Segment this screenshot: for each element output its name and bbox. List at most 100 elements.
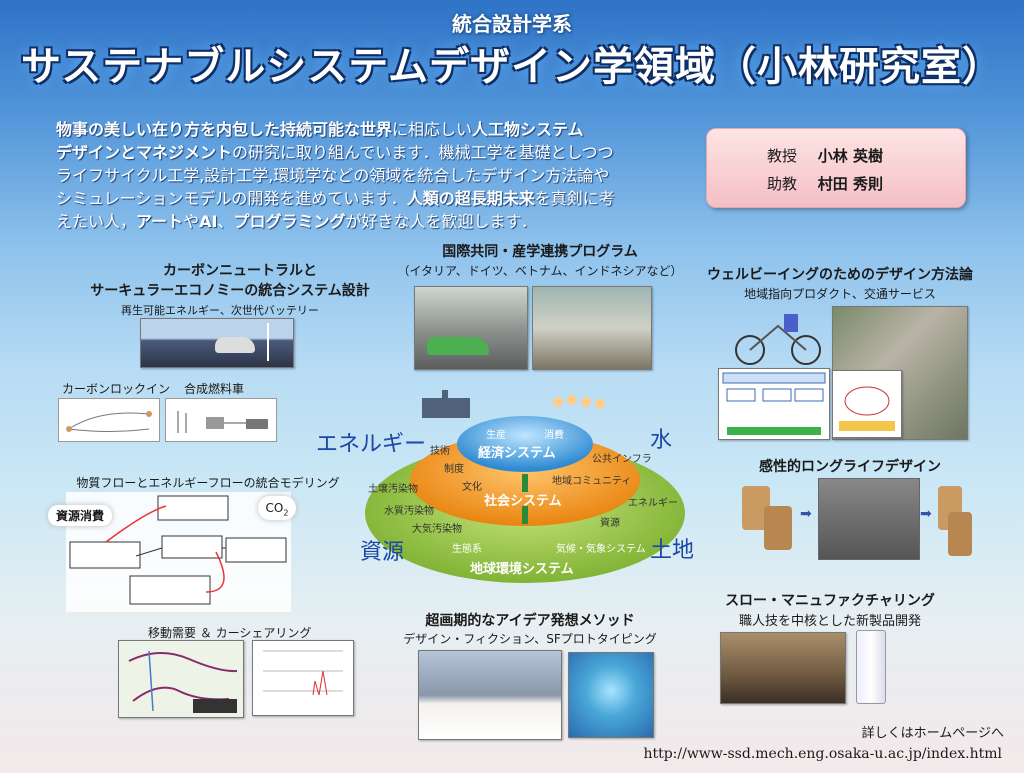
energy-small-label: エネルギー [628,498,678,509]
people-icon [567,395,577,405]
glass-bottle-image [856,630,886,704]
society-label: 社会システム [484,494,562,509]
mobility-title: 移動需要 ＆ カーシェアリング [148,626,312,640]
wood-case-icon [764,506,792,550]
resources-small-label: 資源 [600,518,620,529]
energy-label: エネルギー [316,432,427,457]
assistant-row: 助教 村田 秀則 [767,173,883,194]
system-diagram-svg [722,372,826,435]
resource-consumption-label: 資源消費 [56,509,105,523]
fuel-car-label: 合成燃料車 [184,382,245,396]
co2-label: CO [265,501,284,515]
sharing-chart-svg [263,650,343,696]
slow-title: スロー・マニュファクチャリング [725,593,935,609]
design-fiction-image [418,650,562,740]
assistant-role: 助教 [767,175,798,193]
carbon-subtitle: 再生可能エネルギー、次世代バッテリー [121,304,319,317]
intro-text: ライフサイクル工学,設計工学,環境学などの領域を統合したデザイン方法論や [56,166,610,185]
international-title: 国際共同・産学連携プログラム [442,244,638,260]
program-subtitle: 統合設計学系 [452,12,572,36]
wheelchair-image [730,306,826,366]
mobility-map [118,640,244,718]
car-shape [215,337,255,353]
modeling-title: 物質フローとエネルギーフローの統合モデリング [76,476,340,490]
idea-title: 超画期的なアイデア発想メソッド [425,613,635,629]
wellbeing-subtitle: 地域指向プロダクト、交通サービス [744,287,936,301]
modeling-diagram-svg [69,495,287,605]
intro-highlight: デザインとマネジメント [56,143,233,162]
longlife-title: 感性的ロングライフデザイン [759,459,941,475]
sharing-chart [252,640,354,716]
resource-consumption-bubble: 資源消費 [48,505,113,526]
intro-highlight: 人工物システム [472,120,584,139]
intro-text: 、 [217,212,234,231]
public-infra-label: 公共インフラ [592,454,652,465]
intro-text: が好きな人を歓迎します． [345,212,537,231]
lockin-diagram [58,398,160,442]
intro-text: に相応しい [392,120,473,139]
people-icon [581,397,591,407]
fuel-car-diagram-svg [177,411,268,433]
sf-prototyping-image [568,652,654,738]
economy-label: 経済システム [478,446,556,461]
intro-paragraph: 物事の美しい在り方を内包した持続可能な世界に相応しい人工物システム デザインとマ… [56,118,676,233]
longlife-images: ➡ ➡ [742,478,972,560]
assistant-name: 村田 秀則 [817,175,884,193]
arrow-icon: ➡ [800,506,812,522]
people-icon [595,399,605,409]
arrow-icon: ➡ [920,506,932,522]
wind-turbine-icon [267,323,269,361]
air-pollution-label: 大気汚染物 [412,524,462,535]
machine-photo [818,478,920,560]
slow-subtitle: 職人技を中核とした新製品開発 [738,614,921,629]
factory-icon [422,398,470,418]
intro-highlight: AI [199,212,218,231]
intro-highlight: プログラミング [233,212,346,231]
technology-label: 技術 [430,446,450,457]
resources-label: 資源 [360,540,405,565]
climate-label: 気候・気象システム [556,544,646,555]
community-label: 地域コミュニティ [552,476,632,487]
mobility-map-svg [128,650,238,713]
system-diagram [718,368,830,440]
workshop-photo [414,286,528,370]
professor-name: 小林 英樹 [817,147,884,165]
intro-text: を真剣に考 [534,189,615,208]
production-label: 生産 [486,430,506,441]
homepage-url-link[interactable]: http://www-ssd.mech.eng.osaka-u.ac.jp/in… [643,746,1002,762]
intro-text: えたい人， [56,212,137,231]
flow-diagram-svg [839,386,895,431]
co2-bubble: CO2 [258,496,296,520]
wheelchair-svg [735,314,821,365]
fuel-car-diagram [165,398,277,442]
wood-case-icon [948,512,972,556]
earth-label: 地球環境システム [470,562,574,577]
ecosystem-label: 生態系 [452,544,482,555]
green-car-shape [427,337,489,355]
footer-more-text: 詳しくはホームページへ [861,726,1004,741]
international-subtitle: （イタリア、ドイツ、ベトナム、インドネシアなど） [397,264,683,278]
water-label: 水 [650,428,673,453]
meeting-photo [532,286,652,370]
professor-row: 教授 小林 英樹 [767,145,883,166]
co2-subscript: 2 [283,508,289,518]
economy-ellipse [457,416,593,472]
consumption-label: 消費 [544,430,564,441]
craftsman-photo [720,632,846,704]
wellbeing-title: ウェルビーイングのためのデザイン方法論 [707,267,973,283]
staff-box: 教授 小林 英樹 助教 村田 秀則 [706,128,966,208]
carbon-title-1: カーボンニュートラルと [163,263,317,279]
flow-diagram [832,370,902,438]
land-label: 土地 [650,538,695,563]
lockin-label: カーボンロックイン [62,382,171,396]
solar-battery-photo [140,318,294,368]
intro-text: の研究に取り組んでいます．機械工学を基礎としつつ [232,143,614,162]
intro-highlight: アート [136,212,184,231]
intro-highlight: 物事の美しい在り方を内包した持続可能な世界 [56,120,393,139]
intro-highlight: 人類の超長期未来 [406,189,535,208]
lockin-diagram-svg [66,411,152,432]
institution-label: 制度 [444,464,464,475]
intro-text: や [183,212,200,231]
system-diagram-center [365,390,685,583]
soil-label: 土壌汚染物 [368,484,418,495]
